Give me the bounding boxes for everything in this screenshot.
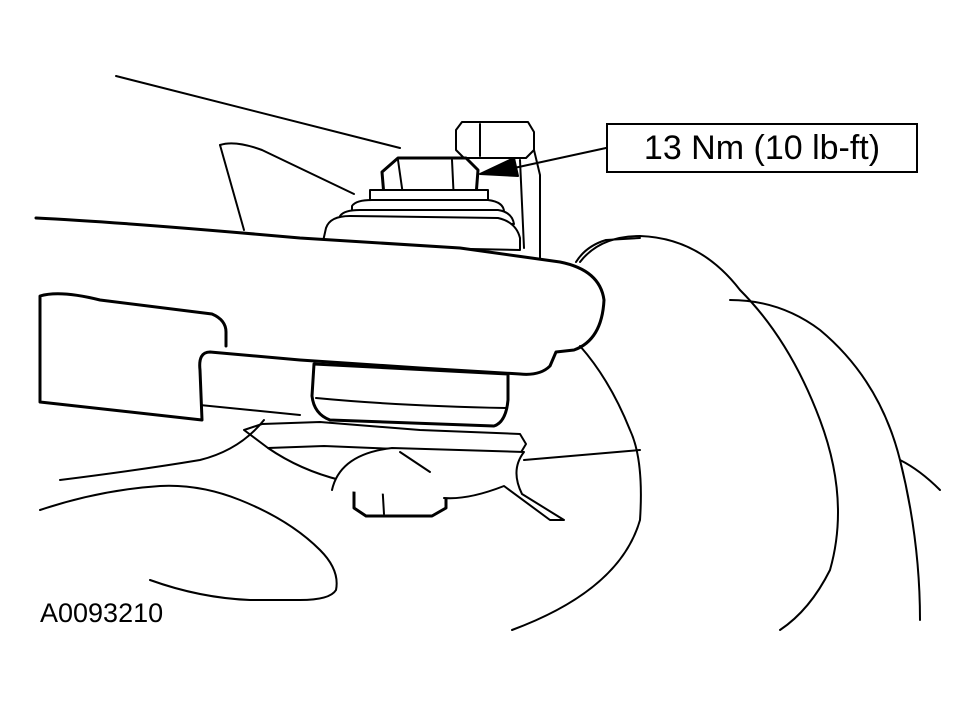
background-frame-line-left [219, 144, 245, 231]
control-arm-edge [575, 237, 641, 263]
rear-bracket [533, 149, 541, 263]
callout-arrowhead [479, 157, 519, 177]
bracket-arc-line [399, 451, 431, 473]
callout-arrow-line [513, 147, 607, 169]
knuckle-plate [243, 421, 527, 455]
rear-bracket-inner [519, 159, 525, 249]
background-frame-line-upper [115, 75, 401, 149]
rear-bolt-head [455, 121, 535, 159]
control-arm [34, 216, 606, 422]
strut-outer-edge [899, 459, 941, 491]
strut-right-inner [729, 299, 921, 621]
strut-bracket-line [523, 449, 641, 461]
knuckle-body-middle [59, 419, 265, 481]
torque-callout-label: 13 Nm (10 lb-ft) [643, 128, 881, 167]
knuckle-body-left [39, 484, 338, 601]
strut-right [579, 235, 839, 631]
ball-joint-housing [310, 362, 510, 428]
background-frame-edge [219, 142, 355, 195]
bracket-arc [331, 447, 565, 521]
strut-lower-line [511, 345, 642, 631]
ball-joint-housing-band [315, 397, 507, 409]
figure-id: A0093210 [40, 598, 164, 628]
torque-callout: 13 Nm (10 lb-ft) [606, 123, 918, 173]
